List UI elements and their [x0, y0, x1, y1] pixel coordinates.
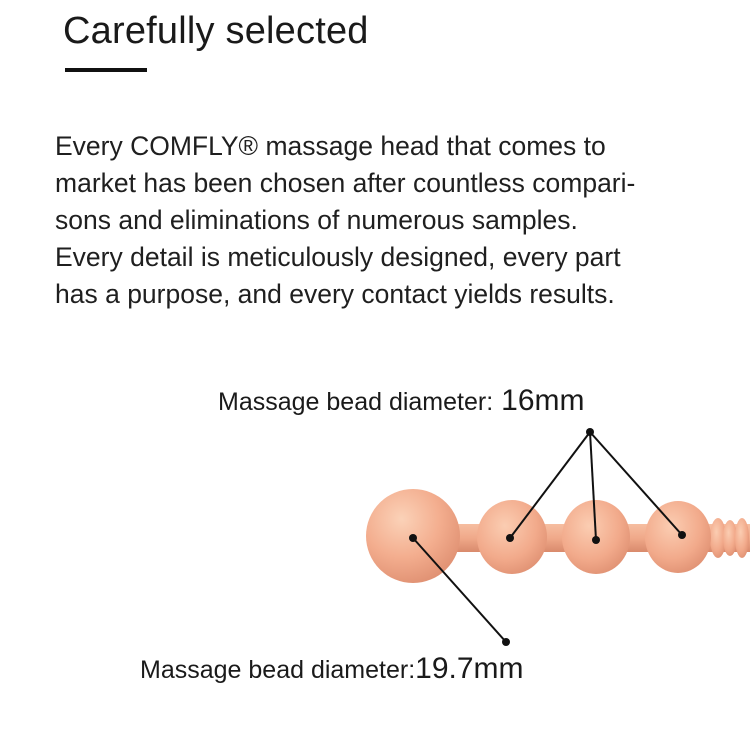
tail-ridge — [723, 520, 737, 556]
leader-dot — [592, 536, 600, 544]
leader-dot — [586, 428, 594, 436]
small-bead-leader-lines — [509, 431, 683, 541]
description-line: Every COMFLY® massage head that comes to — [55, 131, 606, 161]
leader-dot — [506, 534, 514, 542]
description-line: Every detail is meticulously designed, e… — [55, 242, 621, 272]
small-bead — [645, 501, 711, 573]
leader-dot — [678, 531, 686, 539]
section-title: Carefully selected — [63, 10, 369, 52]
description-line: sons and eliminations of numerous sample… — [55, 205, 578, 235]
large-bead-annotation: Massage bead diameter:19.7mm — [140, 652, 524, 686]
description-line: has a purpose, and every contact yields … — [55, 279, 615, 309]
leader-dot — [409, 534, 417, 542]
tail-ridge — [735, 518, 749, 558]
large-bead-leader-line — [412, 537, 507, 643]
large-bead-value: 19.7mm — [415, 652, 524, 685]
small-bead-label: Massage bead diameter: — [218, 388, 494, 416]
leader-dot — [502, 638, 510, 646]
large-bead-label: Massage bead diameter: — [140, 656, 416, 684]
title-underline — [65, 68, 147, 72]
description-line: market has been chosen after countless c… — [55, 168, 636, 198]
small-bead-annotation: Massage bead diameter:16mm — [218, 384, 585, 418]
small-bead-value: 16mm — [501, 384, 585, 417]
description-paragraph: Every COMFLY® massage head that comes to… — [55, 128, 745, 313]
tail-ridge — [710, 518, 726, 558]
